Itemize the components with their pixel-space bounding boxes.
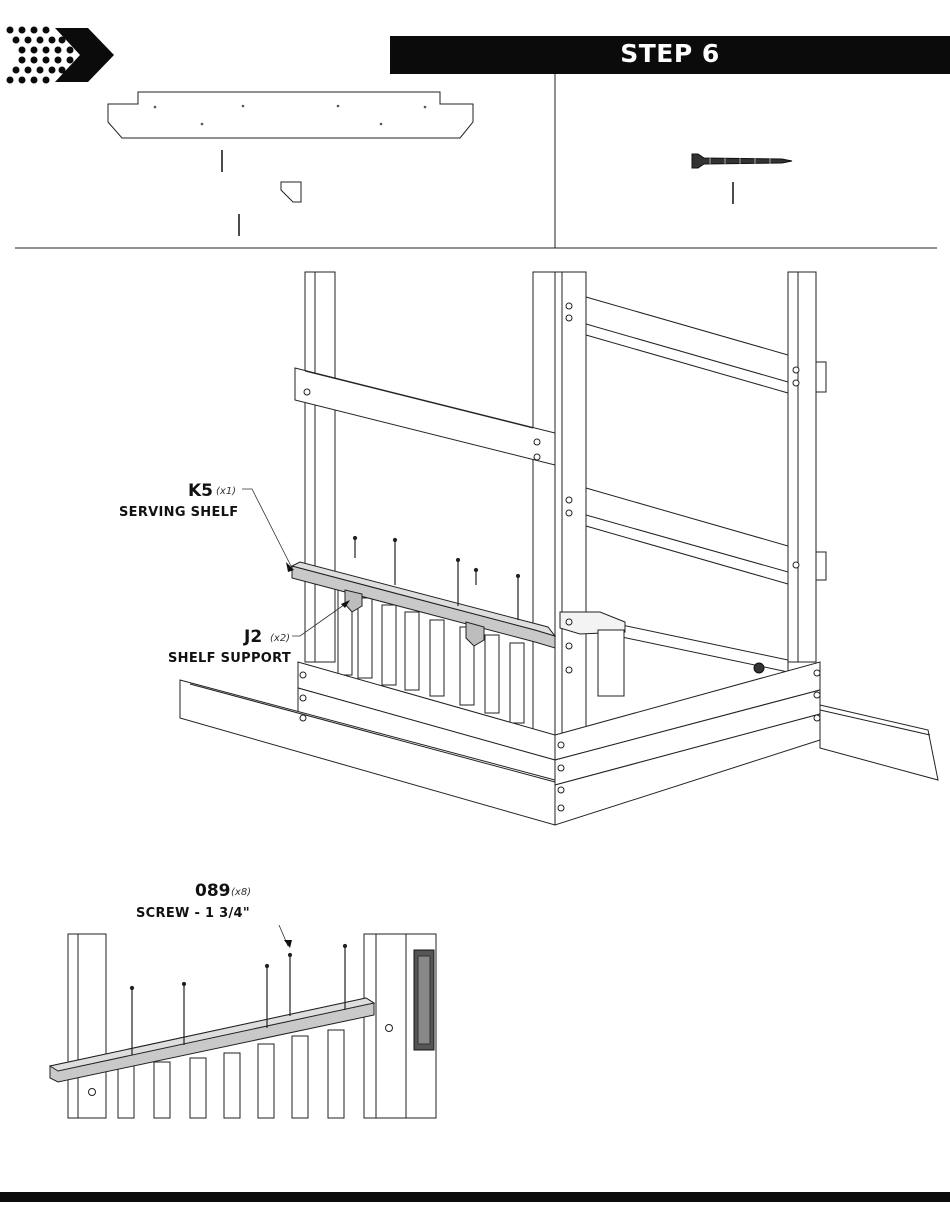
footer-bar — [0, 1192, 950, 1202]
part-code-k5: K5 — [188, 481, 213, 501]
screw-part-icon — [692, 154, 792, 168]
detail-illustration — [40, 925, 450, 1125]
part-qty-k5: (x1) — [216, 486, 236, 497]
hardware-code-089: 089 — [195, 881, 231, 901]
hardware-name-screw: SCREW - 1 3/4" — [136, 906, 250, 921]
part-qty-j2: (x2) — [270, 633, 290, 644]
parts-panel — [0, 74, 950, 250]
serving-shelf-part-icon — [108, 92, 473, 138]
step-banner: STEP 6 — [390, 36, 950, 74]
part-name-shelf-support: SHELF SUPPORT — [168, 651, 291, 666]
part-code-j2: J2 — [244, 627, 262, 647]
assembly-illustration — [0, 260, 950, 840]
step-title: STEP 6 — [390, 39, 950, 68]
part-name-serving-shelf: SERVING SHELF — [119, 505, 238, 520]
hardware-qty-089: (x8) — [231, 887, 251, 898]
shelf-support-part-icon — [281, 182, 301, 202]
